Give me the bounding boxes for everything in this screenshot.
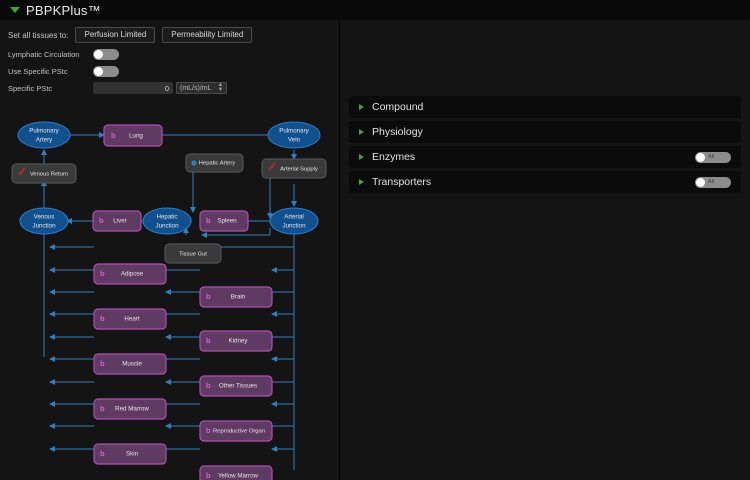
set-all-tissues-row: Set all tissues to: Perfusion Limited Pe… (8, 26, 332, 44)
chevron-right-icon[interactable] (359, 154, 364, 160)
toggle-knob (94, 49, 103, 59)
node-kidney[interactable]: b Kidney (199, 330, 273, 352)
specific-pstc-units-select[interactable]: (mL/s)/mL ▲▼ (176, 82, 228, 94)
pbpk-model-diagram[interactable]: Pulmonary Artery b Lung Pulmonary Vein (0, 92, 340, 480)
use-specific-pstc-label: Use Specific PStc (8, 66, 68, 76)
toggle-all-label: All (708, 153, 715, 160)
accordion-item-compound[interactable]: Compound (349, 96, 741, 118)
chevron-right-icon[interactable] (359, 179, 364, 185)
transporters-all-toggle[interactable]: All (695, 176, 731, 188)
tissue-controls: Set all tissues to: Perfusion Limited Pe… (0, 20, 340, 95)
chevron-right-icon[interactable] (359, 129, 364, 135)
node-yellow-marrow[interactable]: b Yellow Marrow (199, 465, 273, 480)
node-red-marrow[interactable]: b Red Marrow (93, 398, 167, 420)
node-venous-return[interactable]: Venous Return (11, 163, 77, 184)
properties-pane: Compound Physiology Enzymes All Transpor… (340, 20, 750, 480)
b-icon: b (100, 404, 105, 413)
b-icon: b (111, 131, 116, 140)
perfusion-limited-button[interactable]: Perfusion Limited (75, 27, 156, 43)
b-icon: b (206, 336, 211, 345)
node-muscle[interactable]: b Muscle (93, 353, 167, 375)
accordion-label: Physiology (372, 126, 423, 138)
toggle-all-label: All (708, 178, 715, 185)
accordion-label: Compound (372, 101, 424, 113)
permeability-limited-button[interactable]: Permeability Limited (162, 27, 253, 43)
lymphatic-circulation-toggle[interactable] (93, 48, 119, 60)
b-icon: b (206, 216, 211, 225)
node-pulmonary-artery[interactable]: Pulmonary Artery (17, 121, 71, 149)
use-specific-pstc-toggle[interactable] (93, 65, 119, 77)
accordion-item-physiology[interactable]: Physiology (349, 121, 741, 143)
lymphatic-circulation-label: Lymphatic Circulation (8, 49, 80, 59)
chevron-right-icon[interactable] (359, 104, 364, 110)
b-icon: b (100, 359, 105, 368)
accordion-item-enzymes[interactable]: Enzymes All (349, 146, 741, 168)
node-heart[interactable]: b Heart (93, 308, 167, 330)
b-icon: b (99, 216, 104, 225)
node-arterial-junction[interactable]: Arterial Junction (269, 207, 319, 235)
node-venous-junction[interactable]: Venous Junction (19, 207, 69, 235)
stepper-icon[interactable]: ▲▼ (217, 82, 224, 93)
units-value: (mL/s)/mL (180, 84, 212, 92)
model-pane: Set all tissues to: Perfusion Limited Pe… (0, 20, 340, 480)
b-icon: b (206, 471, 211, 480)
specific-pstc-label: Specific PStc (8, 83, 53, 93)
node-spleen[interactable]: b Spleen (199, 210, 249, 232)
accordion-list: Compound Physiology Enzymes All Transpor… (349, 96, 741, 193)
node-hepatic-artery[interactable]: Hepatic Artery (185, 153, 244, 173)
diagram-bus-lines (43, 221, 295, 470)
title-bar: PBPKPlus™ (0, 0, 750, 20)
node-adipose[interactable]: b Adipose (93, 263, 167, 285)
b-icon: b (206, 292, 211, 301)
node-liver[interactable]: b Liver (92, 210, 142, 232)
node-tissue-gut[interactable]: Tissue Gut (164, 243, 222, 264)
accordion-item-transporters[interactable]: Transporters All (349, 171, 741, 193)
node-skin[interactable]: b Skin (93, 443, 167, 465)
use-specific-pstc-row: Use Specific PStc (8, 64, 332, 78)
enzymes-all-toggle[interactable]: All (695, 151, 731, 163)
node-reproductive-organ[interactable]: b Reproductive Organ (199, 420, 273, 442)
page-title: PBPKPlus™ (26, 2, 101, 18)
slash-icon (18, 167, 26, 176)
node-brain[interactable]: b Brain (199, 286, 273, 308)
toggle-knob (696, 152, 705, 162)
toggle-knob (696, 177, 705, 187)
set-all-label: Set all tissues to: (8, 30, 69, 40)
lymphatic-circulation-row: Lymphatic Circulation (8, 47, 332, 61)
accordion-label: Enzymes (372, 151, 416, 163)
b-icon: b (100, 449, 105, 458)
b-icon: b (100, 314, 105, 323)
specific-pstc-input[interactable] (93, 82, 173, 94)
specific-pstc-row: Specific PStc (mL/s)/mL ▲▼ (8, 81, 332, 95)
b-icon: b (100, 269, 105, 278)
slash-icon (268, 162, 276, 171)
b-icon: b (206, 381, 211, 390)
dot-icon (191, 160, 197, 166)
node-lung[interactable]: b Lung (103, 124, 163, 147)
node-pulmonary-vein[interactable]: Pulmonary Vein (267, 121, 321, 149)
triangle-down-icon[interactable] (10, 7, 20, 13)
node-other-tissues[interactable]: b Other Tissues (199, 375, 273, 397)
accordion-label: Transporters (372, 176, 432, 188)
toggle-knob (94, 66, 103, 76)
b-icon: b (206, 426, 211, 435)
node-hepatic-junction[interactable]: Hepatic Junction (142, 207, 192, 235)
node-arterial-supply[interactable]: Arterial Supply (261, 158, 327, 179)
